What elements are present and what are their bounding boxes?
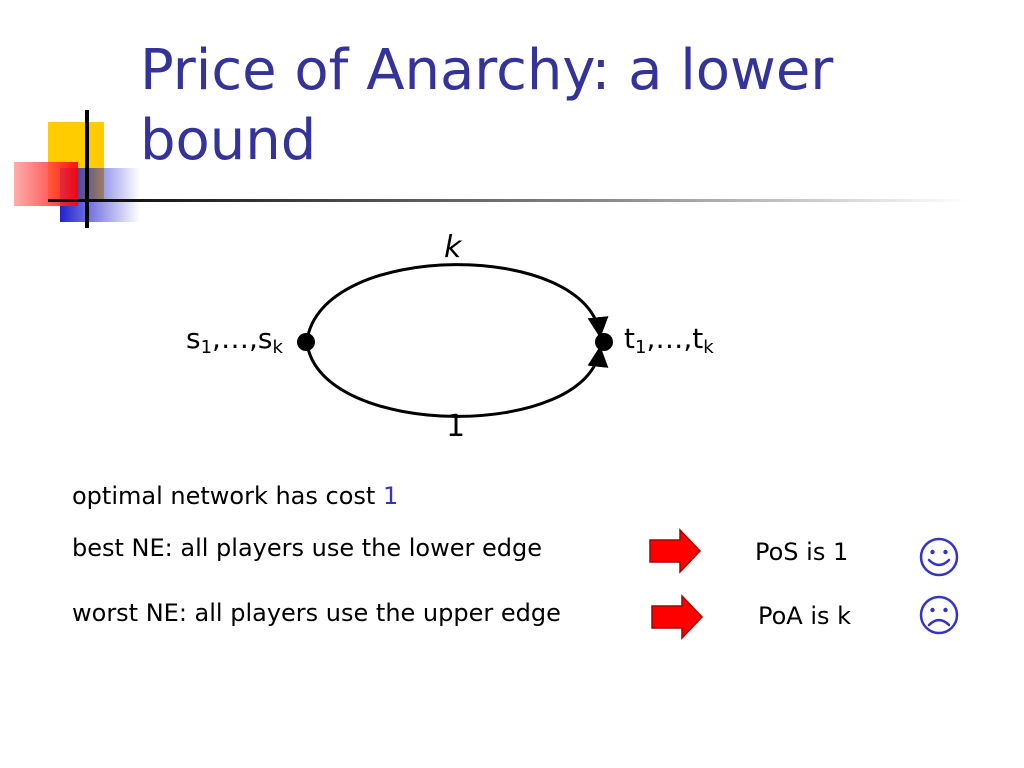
poa-result: PoA is k: [758, 602, 852, 630]
title-underline: [48, 199, 968, 202]
best-ne-arrow-icon: [649, 528, 702, 574]
pos-result: PoS is 1: [755, 538, 849, 566]
corner-decoration: [14, 110, 968, 228]
deco-red-square: [14, 162, 78, 206]
target-label-base2: t: [692, 322, 704, 355]
source-label-base2: s: [257, 322, 273, 355]
optimal-cost-value: 1: [382, 482, 399, 510]
optimal-statement: optimal network has cost 1: [72, 481, 398, 511]
lower-edge-cost: 1: [446, 409, 466, 444]
source-label-sub2: k: [272, 337, 283, 358]
worst-ne-arrow-icon: [651, 594, 704, 640]
lower-edge: [305, 342, 609, 418]
frowning-face-icon: [919, 595, 959, 635]
upper-edge-cost: k: [444, 230, 462, 265]
best-ne-statement: best NE: all players use the lower edge: [72, 534, 542, 562]
source-label-ellipsis: ,…,: [212, 322, 258, 355]
source-node: [297, 333, 315, 351]
target-label-sub2: k: [703, 337, 714, 358]
deco-vertical-bar: [85, 110, 89, 228]
upper-edge: [305, 263, 609, 342]
smiley-face-icon: [919, 537, 959, 577]
source-label-base: s: [186, 322, 201, 355]
target-label-base: t: [624, 322, 635, 355]
optimal-statement-text: optimal network has cost: [72, 482, 383, 510]
target-label: t1,…,tk: [624, 322, 714, 358]
source-label-sub1: 1: [200, 337, 213, 358]
source-label: s1,…,sk: [186, 322, 283, 358]
target-label-ellipsis: ,…,: [646, 322, 693, 355]
target-node: [595, 333, 613, 351]
worst-ne-statement: worst NE: all players use the upper edge: [72, 599, 561, 627]
slide-title: Price of Anarchy: a lower bound: [140, 38, 834, 173]
target-label-sub1: 1: [634, 337, 647, 358]
